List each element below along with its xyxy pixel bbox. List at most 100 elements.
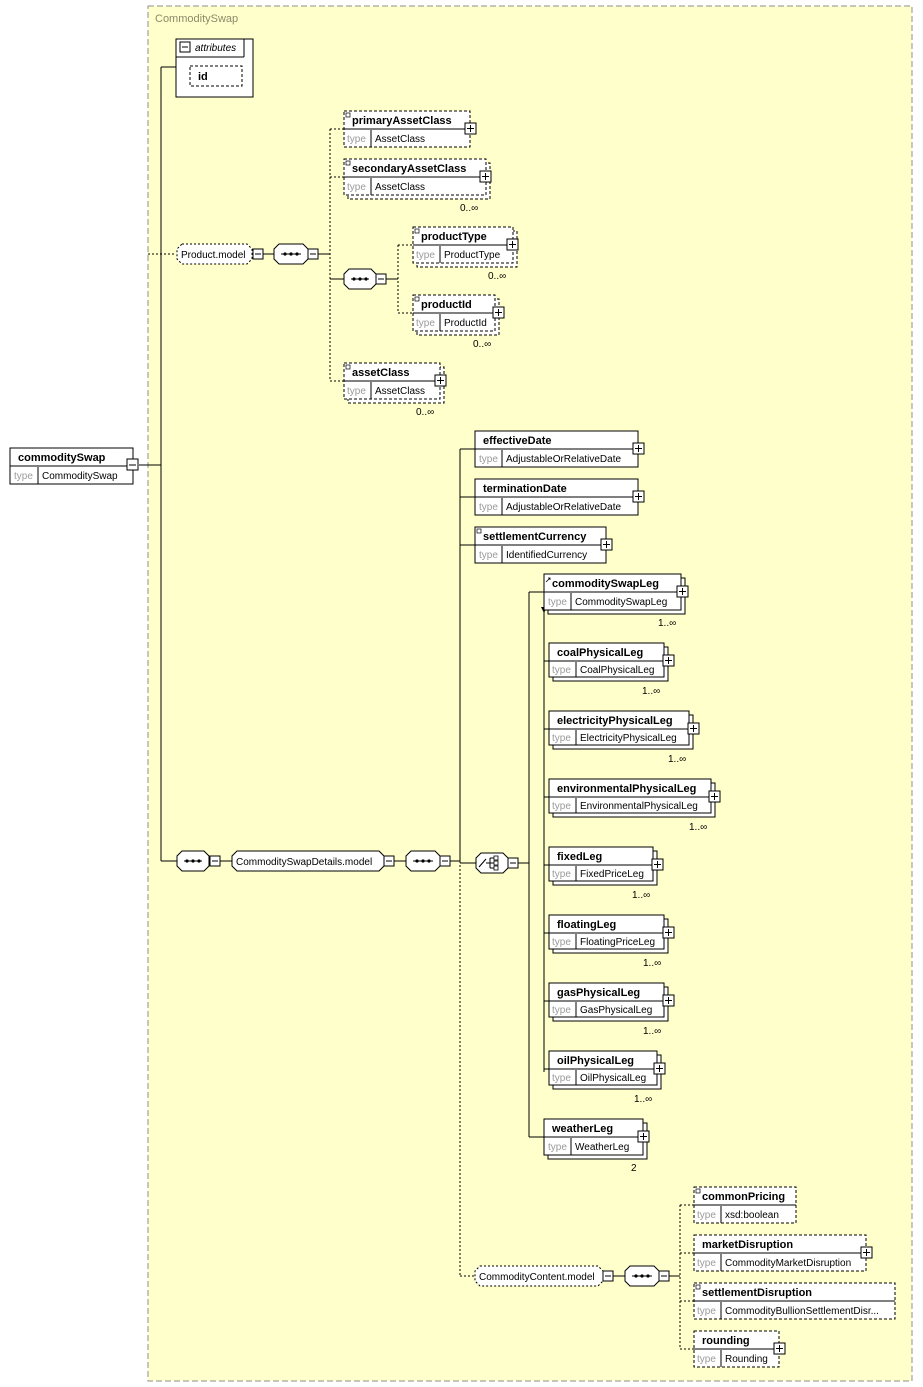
collapse-icon[interactable] <box>439 855 451 867</box>
occurrence: 1..∞ <box>689 822 707 833</box>
group-details-model[interactable]: CommoditySwapDetails.model <box>231 850 385 872</box>
expand-icon[interactable] <box>492 306 505 319</box>
element-type: FixedPriceLeg <box>580 869 644 880</box>
element-assetClass[interactable]: assetClass type AssetClass 0..∞ <box>343 362 445 418</box>
element-environmentalPhysicalLeg[interactable]: environmentalPhysicalLeg type Environmen… <box>548 778 716 833</box>
element-name: commoditySwap <box>18 452 106 464</box>
element-name: rounding <box>702 1335 750 1347</box>
doc-icon <box>345 364 351 370</box>
element-type: AssetClass <box>375 182 425 193</box>
occurrence: 1..∞ <box>632 890 650 901</box>
element-commonPricing[interactable]: commonPricing type xsd:boolean <box>693 1186 797 1224</box>
element-name: coalPhysicalLeg <box>557 647 643 659</box>
element-type: xsd:boolean <box>725 1210 779 1221</box>
collapse-icon[interactable] <box>209 855 221 867</box>
expand-icon[interactable] <box>662 994 675 1007</box>
sequence-compositor[interactable] <box>343 268 377 290</box>
collapse-icon[interactable] <box>383 855 395 867</box>
collapse-icon[interactable] <box>375 273 387 285</box>
element-settlementCurrency[interactable]: settlementCurrency type IdentifiedCurren… <box>474 526 607 564</box>
collapse-icon[interactable] <box>126 458 139 471</box>
expand-icon[interactable] <box>600 538 613 551</box>
element-name: marketDisruption <box>702 1239 793 1251</box>
element-secondaryAssetClass[interactable]: secondaryAssetClass type AssetClass 0..∞ <box>343 158 491 214</box>
choice-compositor[interactable] <box>475 852 509 874</box>
doc-icon <box>476 528 482 534</box>
type-label: type <box>552 937 571 948</box>
element-rounding[interactable]: rounding type Rounding <box>693 1330 780 1368</box>
element-type: GasPhysicalLeg <box>580 1005 652 1016</box>
element-primaryAssetClass[interactable]: primaryAssetClass type AssetClass <box>343 110 471 148</box>
element-weatherLeg[interactable]: weatherLeg type WeatherLeg 2 <box>543 1118 648 1174</box>
element-type: AdjustableOrRelativeDate <box>506 454 621 465</box>
type-label: type <box>347 134 366 145</box>
expand-icon[interactable] <box>687 722 700 735</box>
element-type: WeatherLeg <box>575 1142 629 1153</box>
sequence-compositor[interactable] <box>624 1265 660 1287</box>
expand-icon[interactable] <box>860 1246 873 1259</box>
group-content-model[interactable]: CommodityContent.model <box>474 1265 604 1287</box>
element-type: CommodityMarketDisruption <box>725 1258 851 1269</box>
element-gasPhysicalLeg[interactable]: gasPhysicalLeg type GasPhysicalLeg 1..∞ <box>548 982 669 1037</box>
element-fixedLeg[interactable]: fixedLeg type FixedPriceLeg 1..∞ <box>548 846 658 901</box>
element-floatingLeg[interactable]: floatingLeg type FloatingPriceLeg 1..∞ <box>548 914 669 969</box>
type-label: type <box>697 1258 716 1269</box>
attributes-label: attributes <box>195 43 236 54</box>
expand-icon[interactable] <box>506 238 519 251</box>
sequence-compositor[interactable] <box>273 243 309 265</box>
expand-icon[interactable] <box>637 1130 650 1143</box>
expand-icon[interactable] <box>662 926 675 939</box>
collapse-icon[interactable] <box>307 248 319 260</box>
element-type: CoalPhysicalLeg <box>580 665 655 676</box>
element-type: ElectricityPhysicalLeg <box>580 733 677 744</box>
element-productType[interactable]: productType type ProductType 0..∞ <box>412 226 518 282</box>
element-electricityPhysicalLeg[interactable]: electricityPhysicalLeg type ElectricityP… <box>548 710 694 765</box>
expand-icon[interactable] <box>676 585 689 598</box>
attributes-box: attributes id <box>175 38 254 98</box>
element-settlementDisruption[interactable]: settlementDisruption type CommodityBulli… <box>693 1282 896 1320</box>
sequence-compositor[interactable] <box>176 850 210 872</box>
element-name: secondaryAssetClass <box>352 163 466 175</box>
collapse-icon[interactable] <box>658 1270 670 1282</box>
expand-icon[interactable] <box>464 122 477 135</box>
group-product-model[interactable]: Product.model <box>176 243 253 265</box>
expand-icon[interactable] <box>773 1342 786 1355</box>
type-label: type <box>697 1354 716 1365</box>
element-commoditySwapLeg[interactable]: commoditySwapLeg type CommoditySwapLeg 1… <box>543 573 686 629</box>
element-name: oilPhysicalLeg <box>557 1055 634 1067</box>
collapse-icon[interactable] <box>507 857 519 869</box>
type-label: type <box>479 550 498 561</box>
type-label: type <box>548 1142 567 1153</box>
group-label: CommoditySwapDetails.model <box>236 857 372 868</box>
attribute-id[interactable] <box>189 65 243 87</box>
expand-icon[interactable] <box>653 1062 666 1075</box>
element-name: floatingLeg <box>557 919 616 931</box>
type-label: type <box>347 386 366 397</box>
collapse-icon[interactable] <box>602 1270 614 1282</box>
expand-icon[interactable] <box>651 858 664 871</box>
element-oilPhysicalLeg[interactable]: oilPhysicalLeg type OilPhysicalLeg 1..∞ <box>548 1050 662 1105</box>
doc-icon <box>345 112 351 118</box>
element-commoditySwap[interactable]: commoditySwap type CommoditySwap <box>9 447 134 485</box>
occurrence: 1..∞ <box>658 618 676 629</box>
element-type: AdjustableOrRelativeDate <box>506 502 621 513</box>
group-label: Product.model <box>181 250 245 261</box>
element-terminationDate[interactable]: terminationDate type AdjustableOrRelativ… <box>474 478 639 516</box>
type-label: type <box>552 1005 571 1016</box>
sequence-compositor[interactable] <box>405 850 441 872</box>
element-type: Rounding <box>725 1354 768 1365</box>
type-label: type <box>697 1306 716 1317</box>
expand-icon[interactable] <box>434 374 447 387</box>
collapse-icon[interactable] <box>252 248 264 260</box>
element-productId[interactable]: productId type ProductId 0..∞ <box>412 294 500 350</box>
element-type: AssetClass <box>375 134 425 145</box>
expand-icon[interactable] <box>662 654 675 667</box>
expand-icon[interactable] <box>632 490 645 503</box>
element-effectiveDate[interactable]: effectiveDate type AdjustableOrRelativeD… <box>474 430 639 468</box>
expand-icon[interactable] <box>708 790 721 803</box>
element-name: assetClass <box>352 367 410 379</box>
expand-icon[interactable] <box>479 170 492 183</box>
element-type: CommoditySwap <box>42 471 118 482</box>
expand-icon[interactable] <box>632 442 645 455</box>
element-marketDisruption[interactable]: marketDisruption type CommodityMarketDis… <box>693 1234 867 1272</box>
